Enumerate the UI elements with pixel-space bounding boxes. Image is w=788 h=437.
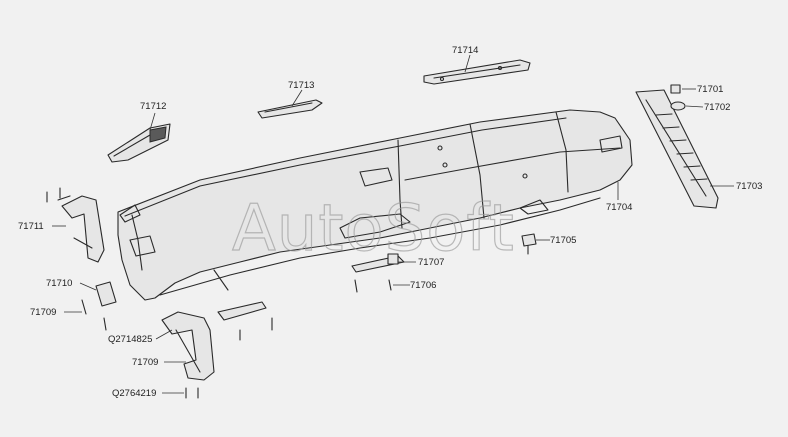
callout-labels: 71701 71702 71703 71704 71705 71706 7170… bbox=[18, 45, 762, 399]
handle-center[interactable] bbox=[213, 269, 267, 321]
callout-71709-left: 71709 bbox=[30, 307, 56, 318]
callout-71701: 71701 bbox=[697, 84, 723, 95]
bracket-71712[interactable] bbox=[107, 123, 171, 163]
callout-q2714825: Q2714825 bbox=[108, 334, 152, 345]
callout-71714: 71714 bbox=[452, 45, 478, 56]
grab-handle-lower[interactable] bbox=[161, 311, 273, 399]
rail-71714[interactable] bbox=[423, 59, 531, 85]
callout-71703: 71703 bbox=[736, 181, 762, 192]
callout-71702: 71702 bbox=[704, 102, 730, 113]
callout-71713: 71713 bbox=[288, 80, 314, 91]
clip-71701[interactable] bbox=[670, 84, 681, 94]
callout-71705: 71705 bbox=[550, 235, 576, 246]
callout-71712: 71712 bbox=[140, 101, 166, 112]
callout-71710: 71710 bbox=[46, 278, 72, 289]
rail-71713[interactable] bbox=[257, 99, 323, 119]
callout-71707: 71707 bbox=[418, 257, 444, 268]
leader-lines bbox=[52, 54, 734, 394]
clip-71702[interactable] bbox=[670, 101, 686, 111]
callout-71704: 71704 bbox=[606, 202, 632, 213]
grab-handle-71711[interactable] bbox=[46, 187, 105, 263]
watermark-text: AutoSoft bbox=[232, 192, 515, 266]
callout-71709-lower: 71709 bbox=[132, 357, 158, 368]
pillar-trim-71703[interactable] bbox=[635, 89, 719, 209]
callout-71711: 71711 bbox=[18, 221, 44, 232]
callout-q2764219: Q2764219 bbox=[112, 388, 156, 399]
clip-71705[interactable] bbox=[521, 233, 537, 255]
headliner-panel[interactable] bbox=[117, 109, 633, 301]
callout-71706: 71706 bbox=[410, 280, 436, 291]
bracket-71710[interactable] bbox=[81, 281, 117, 331]
